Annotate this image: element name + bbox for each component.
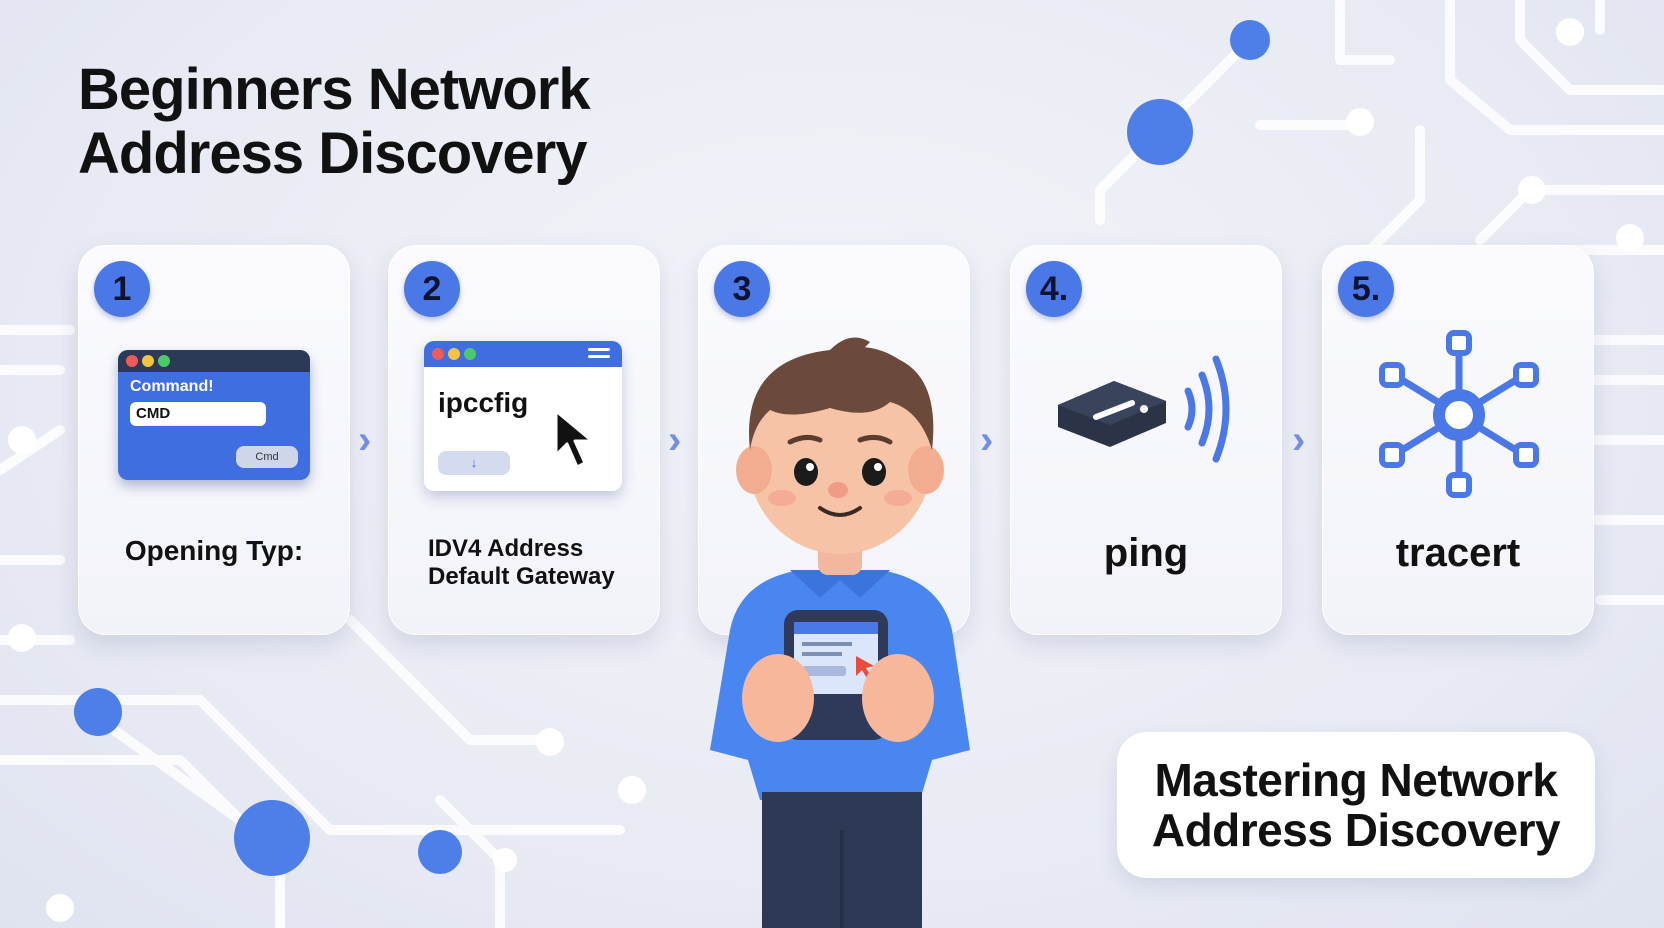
chevron-right-icon: › (668, 418, 682, 462)
terminal-window-icon: ipccfig ↓ (424, 341, 622, 491)
step-card-4: 4. ping (1010, 245, 1282, 635)
menu-icon (588, 348, 610, 362)
step-label: IDV4 Address Default Gateway (428, 535, 700, 591)
run-button: Cmd (236, 446, 298, 468)
step-label: ping (1103, 531, 1189, 575)
person-illustration (710, 337, 970, 928)
step-label: Opening Typ: (124, 535, 304, 566)
step-card-5: 5. tracert (1322, 245, 1594, 635)
step-number: 5. (1338, 261, 1394, 317)
window-title-bar (118, 350, 310, 372)
title-line-2: Address Discovery (78, 121, 587, 186)
badge-line-1: Mastering Network (1154, 754, 1558, 806)
terminal-window-icon: Command! CMD Cmd (118, 350, 310, 480)
step-number: 4. (1026, 261, 1082, 317)
step-number: 1 (94, 261, 150, 317)
command-text: ipccfig (438, 387, 529, 418)
network-hub-icon (1379, 330, 1539, 498)
router-icon (1058, 355, 1230, 463)
badge-line-2: Address Discovery (1151, 804, 1561, 856)
step-label-line-2: Default Gateway (428, 563, 615, 590)
window-title: Command! (130, 378, 214, 395)
step-label: tracert (1395, 531, 1521, 575)
chevron-right-icon: › (1292, 418, 1306, 462)
step-number: 3 (714, 261, 770, 317)
title-line-1: Beginners Network (78, 57, 591, 122)
chevron-right-icon: › (980, 418, 994, 462)
step-label-line-1: IDV4 Address (428, 535, 584, 562)
summary-badge: Mastering Network Address Discovery (1117, 732, 1595, 878)
step-number: 2 (404, 261, 460, 317)
step-card-2: 2 ipccfig ↓ IDV4 Address Default Gateway (388, 245, 660, 635)
wifi-signal-icon (1184, 355, 1230, 463)
cursor-arrow-icon (554, 409, 594, 469)
window-title-bar (424, 341, 622, 367)
step-card-1: 1 Command! CMD Cmd Opening Typ: (78, 245, 350, 635)
download-button: ↓ (438, 451, 510, 475)
chevron-right-icon: › (358, 418, 372, 462)
command-field: CMD (130, 402, 266, 426)
page-title: Beginners Network Address Discovery (78, 57, 591, 186)
